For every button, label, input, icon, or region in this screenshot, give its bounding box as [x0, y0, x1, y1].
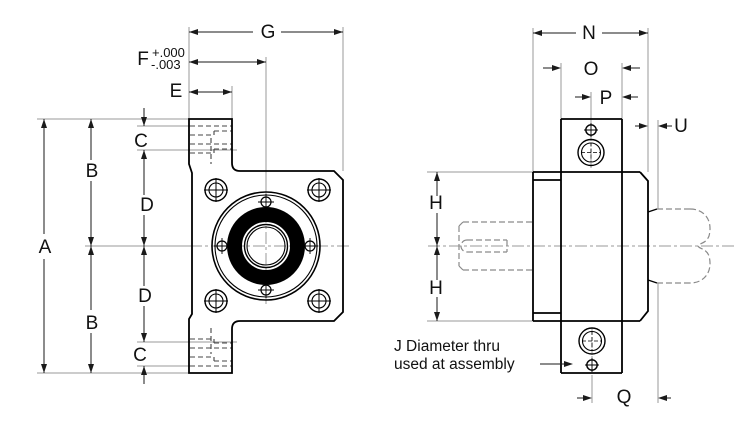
- keyway: [460, 239, 508, 253]
- pilot-circle-outer: [211, 191, 321, 301]
- extension-lines: [37, 27, 659, 403]
- dim-label-b-bottom: B: [86, 313, 99, 334]
- note-line-1: J Diameter thru: [394, 338, 500, 355]
- bearing-ring: [227, 207, 305, 285]
- shaft-end: [458, 221, 464, 271]
- foot-thru-hole: [584, 123, 598, 137]
- dim-label-o: O: [584, 59, 599, 80]
- dim-label-h-bottom: H: [429, 278, 443, 299]
- f-tolerance-plus: +.000: [152, 45, 185, 60]
- shaft-break-curve: [689, 208, 711, 284]
- side-collar: [639, 171, 649, 322]
- front-plate-outline: [188, 118, 344, 374]
- dim-label-u: U: [674, 116, 688, 137]
- dim-label-b-top: B: [86, 161, 99, 182]
- dimension-lines: [43, 31, 672, 399]
- corner-screw: [307, 289, 331, 313]
- dim-label-e: E: [170, 81, 183, 102]
- corner-screw: [204, 289, 228, 313]
- dim-label-c-top: C: [134, 131, 148, 152]
- corner-screw: [307, 178, 331, 202]
- dim-label-g: G: [261, 22, 276, 43]
- dimension-labels: G F +.000 -.003 E A B B C C D D N O P U …: [39, 22, 688, 408]
- side-body: [560, 119, 623, 373]
- dim-label-c-bottom: C: [133, 345, 147, 366]
- dim-label-d-bottom: D: [138, 286, 152, 307]
- dim-label-n: N: [582, 23, 596, 44]
- phantom-shaft: [458, 208, 711, 284]
- side-foot-holes: [577, 123, 606, 372]
- dim-label-f: F: [137, 49, 149, 70]
- foot-counterbore: [578, 327, 606, 355]
- bolt-hole: [258, 194, 274, 210]
- bolt-hole: [214, 238, 230, 254]
- side-view: [532, 118, 658, 374]
- bore-circle-outer: [243, 223, 289, 269]
- f-tolerance-minus: -.003: [151, 57, 181, 72]
- dim-label-h-top: H: [429, 193, 443, 214]
- corner-screws: [204, 178, 331, 313]
- dim-label-p: P: [600, 88, 613, 109]
- note-line-2: used at assembly: [394, 356, 515, 373]
- foot-thru-hole: [585, 358, 599, 372]
- corner-screw: [204, 178, 228, 202]
- dim-label-q: Q: [617, 387, 632, 408]
- shaft-exit-chamfers: [647, 208, 658, 284]
- side-boss: [532, 171, 640, 322]
- bolt-hole: [302, 238, 318, 254]
- dim-label-a: A: [39, 237, 52, 258]
- centerlines: [190, 121, 737, 372]
- hidden-slot-lines: [190, 125, 232, 367]
- foot-counterbore: [577, 138, 605, 167]
- bolt-hole: [258, 282, 274, 298]
- bolt-circle-holes: [214, 194, 318, 298]
- dim-label-d-top: D: [140, 195, 154, 216]
- arrowheads: [41, 29, 667, 401]
- bore-circle-inner: [246, 226, 286, 266]
- assembly-note: J Diameter thru used at assembly: [394, 338, 515, 373]
